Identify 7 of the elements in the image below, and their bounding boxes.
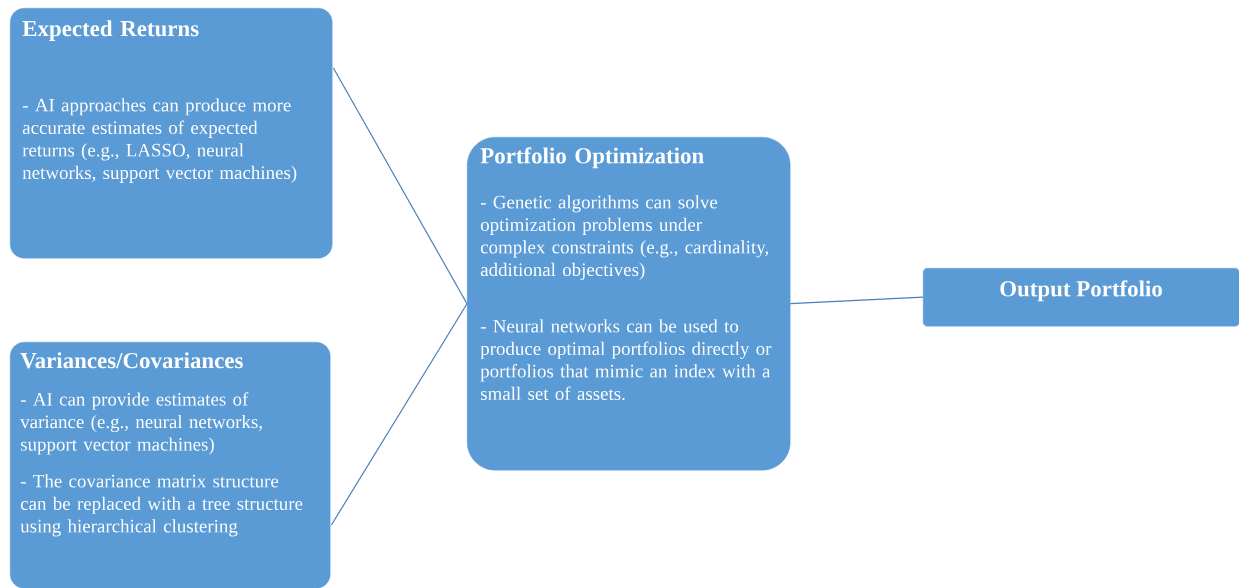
process-box: Variances/Covariances - AI can provide estimates of variance (e.g., neural networks, support vector machines) - The covariance matrix structure can be replaced with a tree structure using hierarchical clustering: [10, 342, 331, 588]
connector-line: [330, 303, 468, 526]
process-box: Portfolio Optimization - Genetic algorithms can solve optimization problems under complex constraints (e.g., cardinality, additional objectives) - Neural networks can be used to produce optimal portfolios directly or portfolios that mimic an index with a small set of assets.: [467, 137, 791, 471]
connector-line: [789, 296, 924, 305]
connector-line: [332, 67, 468, 305]
process-box: Expected Returns - AI approaches can produce more accurate estimates of expected returns (e.g., LASSO, neural networks, support vector machines): [10, 8, 333, 259]
process-box: Output Portfolio: [923, 268, 1239, 327]
